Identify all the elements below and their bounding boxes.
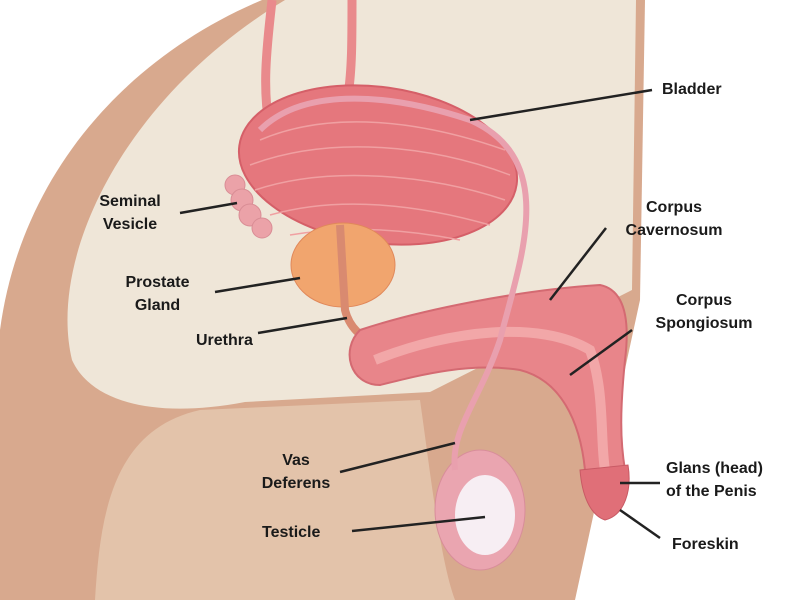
corpus-spongiosum-path — [373, 326, 610, 471]
label-corpus-cavernosum: Corpus Cavernosum — [604, 196, 744, 242]
label-line: Corpus — [646, 199, 702, 216]
label-line: Deferens — [261, 475, 331, 492]
label-line: Spongiosum — [655, 315, 753, 332]
label-corpus-spongiosum: Corpus Spongiosum — [634, 289, 774, 335]
label-line: Prostate — [125, 274, 190, 291]
label-bladder: Bladder — [662, 81, 722, 98]
label-foreskin: Foreskin — [672, 536, 739, 553]
label-line: Seminal — [99, 193, 161, 210]
label-line: of the Penis — [666, 483, 757, 500]
label-seminal-vesicle: Seminal Vesicle — [80, 190, 180, 236]
label-vas-deferens: Vas Deferens — [246, 449, 346, 495]
testicle-shape — [455, 475, 515, 555]
bladder-muscle-lines — [249, 121, 511, 241]
label-glans: Glans (head) of the Penis — [666, 457, 763, 503]
label-line: Glans (head) — [666, 460, 763, 477]
label-line: Corpus — [676, 292, 732, 309]
label-line: Vas — [282, 452, 310, 469]
thigh — [95, 400, 455, 600]
label-urethra: Urethra — [196, 332, 253, 349]
label-prostate-gland: Prostate Gland — [105, 271, 210, 317]
seminal-vesicle-shape — [224, 174, 273, 239]
vas-deferens-path — [257, 95, 530, 471]
glans-shape — [579, 464, 630, 521]
ureter-right — [343, 0, 357, 96]
label-testicle: Testicle — [262, 524, 321, 541]
label-line: Cavernosum — [625, 222, 723, 239]
leader-lines — [179, 88, 661, 540]
label-line: Gland — [134, 297, 181, 314]
label-line: Vesicle — [102, 216, 158, 233]
